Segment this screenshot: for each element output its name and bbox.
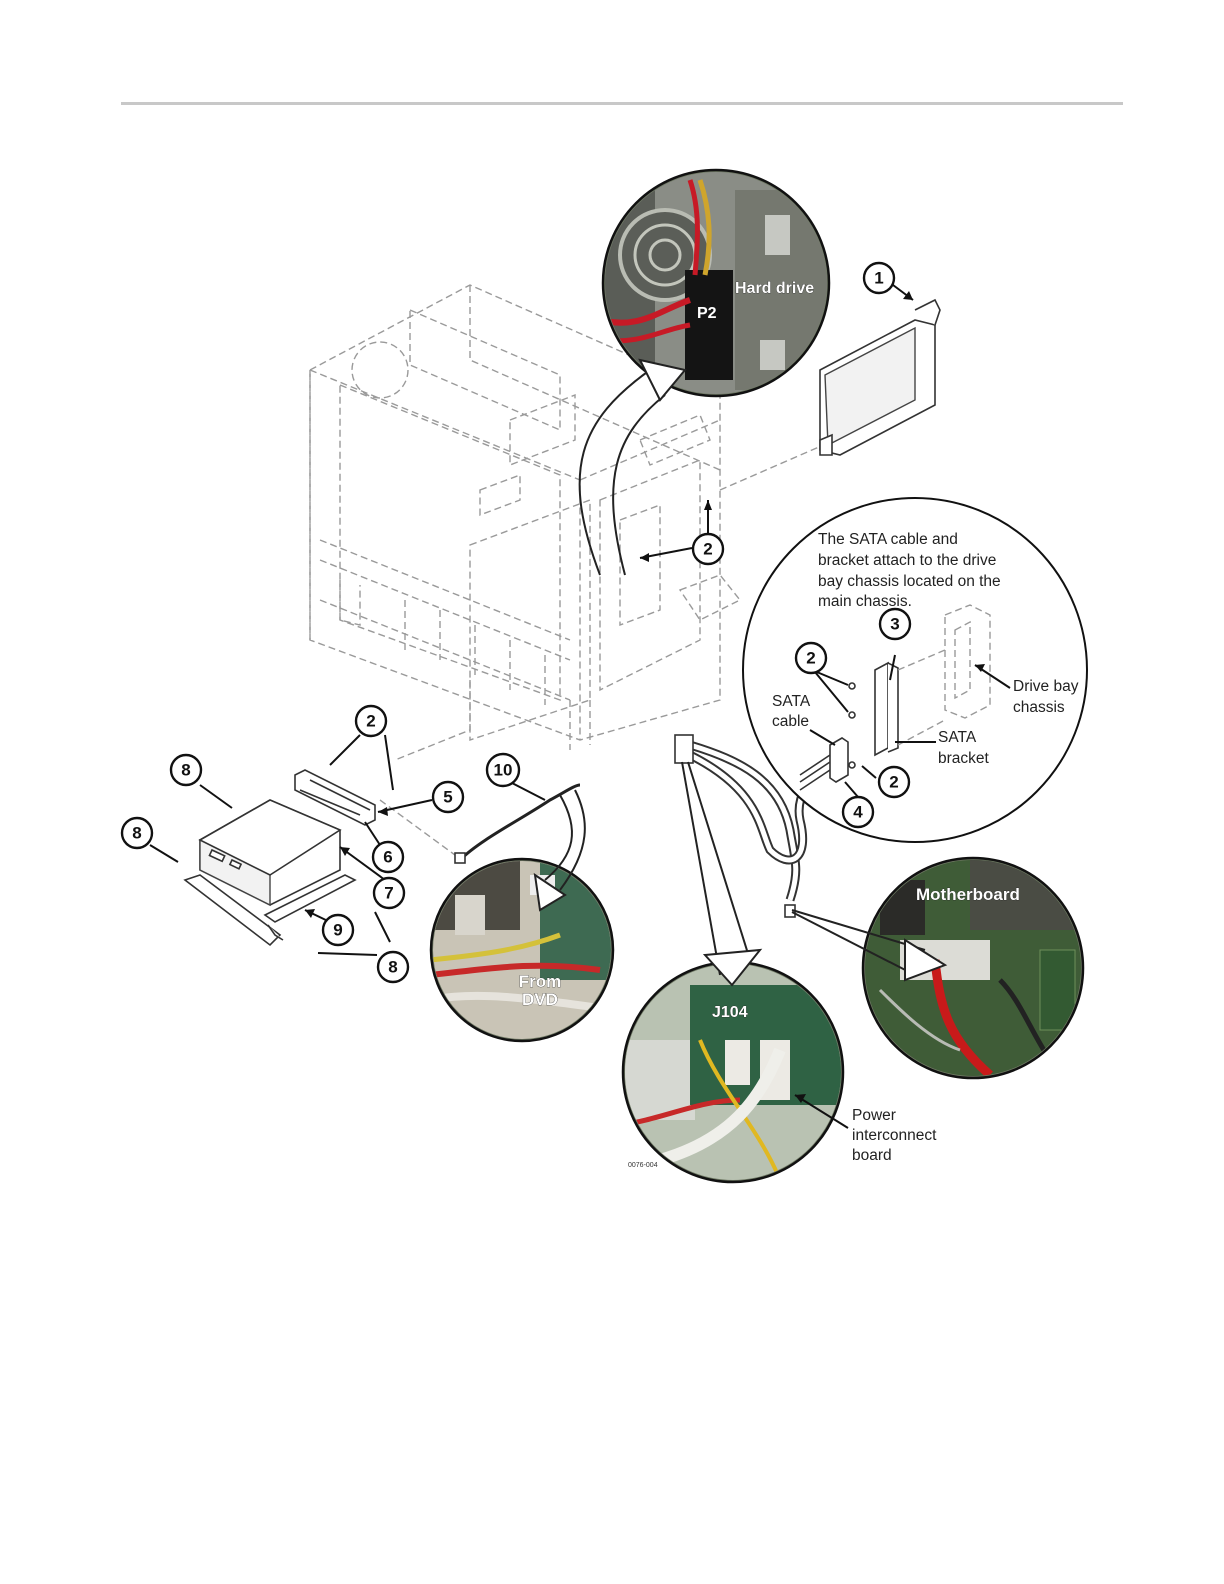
dvd-cable [460,785,580,860]
svg-text:2: 2 [366,712,375,731]
from-dvd-photo: From DVD [430,790,615,1041]
svg-text:2: 2 [703,540,712,559]
note-line-4: main chassis. [818,593,912,610]
power-label-2: interconnect [852,1127,937,1144]
svg-text:2: 2 [806,649,815,668]
power-label-3: board [852,1147,892,1164]
p2-label: P2 [697,305,717,322]
svg-text:6: 6 [383,848,392,867]
svg-text:8: 8 [181,761,190,780]
callout-2-c: 2 [879,767,909,797]
sata-bracket-label-1: SATA [938,729,977,746]
from-dvd-label-1: From [519,972,562,991]
callout-4: 4 [843,797,873,827]
drive-bay-label-2: chassis [1013,699,1065,716]
callout-9: 9 [323,915,353,945]
callout-10: 10 [487,754,519,786]
svg-text:9: 9 [333,921,342,940]
svg-text:8: 8 [132,824,141,843]
svg-text:5: 5 [443,788,452,807]
callout-3: 3 [880,609,910,639]
callout-2-a: 2 [693,534,723,564]
sata-cable-label-2: cable [772,713,809,730]
callout-8-a: 8 [171,755,201,785]
j104-label: J104 [712,1004,748,1021]
note-line-1: The SATA cable and [818,531,958,548]
svg-text:1: 1 [874,269,883,288]
drive-bay-label-1: Drive bay [1013,678,1079,695]
figure-id: 0076-004 [628,1162,658,1169]
callout-7: 7 [374,878,404,908]
callout-8-b: 8 [122,818,152,848]
callout-6: 6 [373,842,403,872]
hard-drive-part [820,300,940,455]
note-line-3: bay chassis located on the [818,573,1001,590]
note-line-2: bracket attach to the drive [818,552,996,569]
sata-cable-label-1: SATA [772,693,811,710]
callout-2-b: 2 [796,643,826,673]
curved-arrow-hd [580,360,685,575]
motherboard-label: Motherboard [916,885,1020,904]
from-dvd-label-2: DVD [522,990,558,1009]
callout-1: 1 [864,263,894,293]
svg-text:3: 3 [890,615,899,634]
callout-8-c: 8 [378,952,408,982]
callout-5: 5 [433,782,463,812]
hard-drive-label: Hard drive [735,280,814,297]
svg-text:7: 7 [384,884,393,903]
callout-2-d: 2 [356,706,386,736]
svg-text:4: 4 [853,803,863,822]
hard-drive-photo: Hard drive P2 [600,170,835,400]
sata-detail-circle: The SATA cable and bracket attach to the… [743,498,1087,842]
svg-text:8: 8 [388,958,397,977]
sata-bracket-label-2: bracket [938,750,990,767]
svg-text:2: 2 [889,773,898,792]
power-label-1: Power [852,1107,896,1124]
svg-text:10: 10 [494,761,513,780]
